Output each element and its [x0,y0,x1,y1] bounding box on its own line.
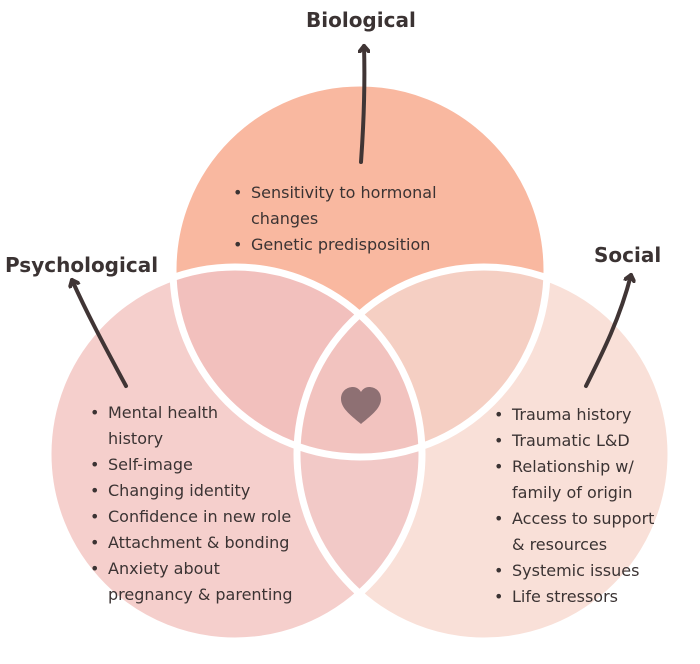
psychological-arrow [72,278,128,388]
psychological-item: Self-image [90,452,293,478]
psychological-item: Attachment & bonding [90,530,293,556]
psychological-heading: Psychological [5,253,159,277]
overlap-center [297,267,422,457]
psychological-item: Anxiety about pregnancy & parenting [90,556,293,608]
psychological-item: Changing identity [90,478,293,504]
social-item: Access to support & resources [494,506,654,558]
biological-outline [169,79,551,461]
social-list: Trauma history Traumatic L&D Relationshi… [494,402,654,610]
social-item: Systemic issues [494,558,654,584]
psychological-item: Mental health history [90,400,293,452]
social-heading: Social [594,243,662,267]
biological-item: Sensitivity to hormonal changes [233,180,437,232]
psychological-item: Confidence in new role [90,504,293,530]
social-item: Trauma history [494,402,654,428]
heart-icon [341,387,381,424]
social-item: Relationship w/ family of origin [494,454,654,506]
social-arrow [584,273,631,388]
biological-item: Genetic predisposition [233,232,437,258]
psychological-outline [44,263,426,645]
social-item: Life stressors [494,584,654,610]
social-item: Traumatic L&D [494,428,654,454]
biological-arrow [361,44,364,164]
biological-heading: Biological [306,8,416,32]
biological-list: Sensitivity to hormonal changes Genetic … [233,180,437,258]
social-outline [293,263,675,645]
psychological-list: Mental health history Self-image Changin… [90,400,293,608]
